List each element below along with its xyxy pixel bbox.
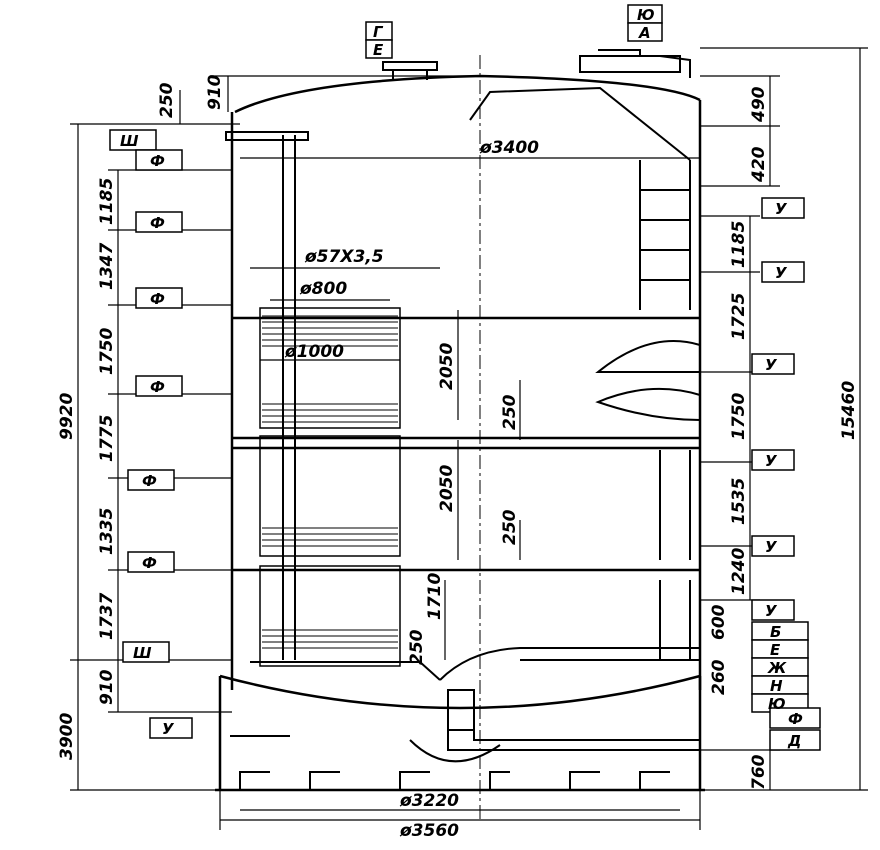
dim-2050-lower: 2050 [437, 465, 457, 512]
tag-N: Н [770, 677, 783, 695]
tag-F-5: Ф [142, 472, 157, 490]
dim-1335: 1335 [97, 508, 117, 555]
tag-Zh: Ж [767, 659, 787, 677]
dia-pipe: ø57X3,5 [304, 247, 384, 267]
dim-1185-right: 1185 [729, 221, 749, 268]
dim-1240: 1240 [729, 548, 749, 595]
dia-inner-ring: ø800 [299, 279, 347, 299]
trays [232, 316, 700, 572]
dim-1737: 1737 [97, 593, 117, 640]
dim-250-bottom: 250 [407, 629, 427, 665]
dia-outer-ring: ø1000 [284, 342, 344, 362]
tag-U-2: У [775, 264, 788, 282]
dim-top-910: 910 [205, 74, 225, 110]
tag-B: Б [770, 623, 781, 641]
tag-E-top: Е [373, 41, 384, 59]
dim-250-lower: 250 [500, 509, 520, 545]
tag-U-left: У [162, 720, 175, 738]
tag-U-1: У [775, 200, 788, 218]
tag-Yu-top: Ю [637, 6, 655, 24]
dim-1185: 1185 [97, 178, 117, 225]
dim-top-250: 250 [157, 82, 177, 118]
dim-1775: 1775 [97, 415, 117, 462]
tag-U-5: У [765, 538, 778, 556]
tag-A: А [638, 24, 651, 42]
dim-250-upper: 250 [500, 394, 520, 430]
tag-U-3: У [765, 356, 778, 374]
top-nozzles [382, 49, 691, 80]
dim-bottom-910: 910 [97, 669, 117, 705]
tag-F-3: Ф [150, 290, 165, 308]
tag-F-6: Ф [142, 554, 157, 572]
tag-Sh-top: Ш [120, 132, 139, 150]
right-internals [469, 86, 701, 660]
dimension-lines [70, 47, 868, 830]
tag-E: Е [770, 641, 781, 659]
tag-Sh-bottom: Ш [133, 644, 152, 662]
left-riser-pipe [225, 131, 309, 660]
dim-1710: 1710 [425, 573, 445, 620]
dim-1750-right: 1750 [729, 393, 749, 440]
tag-F-2: Ф [150, 214, 165, 232]
dim-420: 420 [749, 146, 769, 183]
dimension-texts: ø3400 ø57X3,5 ø800 ø1000 ø3220 ø3560 250… [57, 74, 859, 841]
dim-760: 760 [749, 754, 769, 790]
dim-1535: 1535 [729, 478, 749, 525]
dia-base-outer: ø3560 [399, 821, 459, 841]
vessel-shell [215, 74, 705, 792]
dia-base-inner: ø3220 [399, 791, 459, 811]
support-feet [239, 771, 670, 790]
dim-260: 260 [709, 659, 729, 695]
tag-F-1: Ф [150, 152, 165, 170]
dim-15460: 15460 [839, 381, 859, 440]
coil-blocks [259, 307, 401, 667]
dim-2050-upper: 2050 [437, 343, 457, 390]
dim-1725: 1725 [729, 293, 749, 340]
tag-D: Д [787, 732, 801, 750]
dim-3900: 3900 [57, 713, 77, 760]
dim-1347: 1347 [97, 243, 117, 290]
bottom-internals [230, 647, 700, 763]
dim-9920: 9920 [57, 393, 77, 440]
dia-shell: ø3400 [479, 138, 539, 158]
tag-F-right: Ф [788, 710, 803, 728]
tag-U-6: У [765, 602, 778, 620]
tag-U-4: У [765, 452, 778, 470]
tag-F-4: Ф [150, 378, 165, 396]
connection-tags [109, 4, 821, 751]
dim-490: 490 [749, 86, 769, 123]
dim-600: 600 [709, 604, 729, 640]
dim-1750: 1750 [97, 328, 117, 375]
tag-Yu: Ю [768, 695, 786, 713]
tag-labels: Г Е Ю А Ш Ш Ф Ф Ф Ф Ф Ф У У У У У У У Б … [120, 6, 803, 750]
tag-G: Г [373, 23, 384, 41]
